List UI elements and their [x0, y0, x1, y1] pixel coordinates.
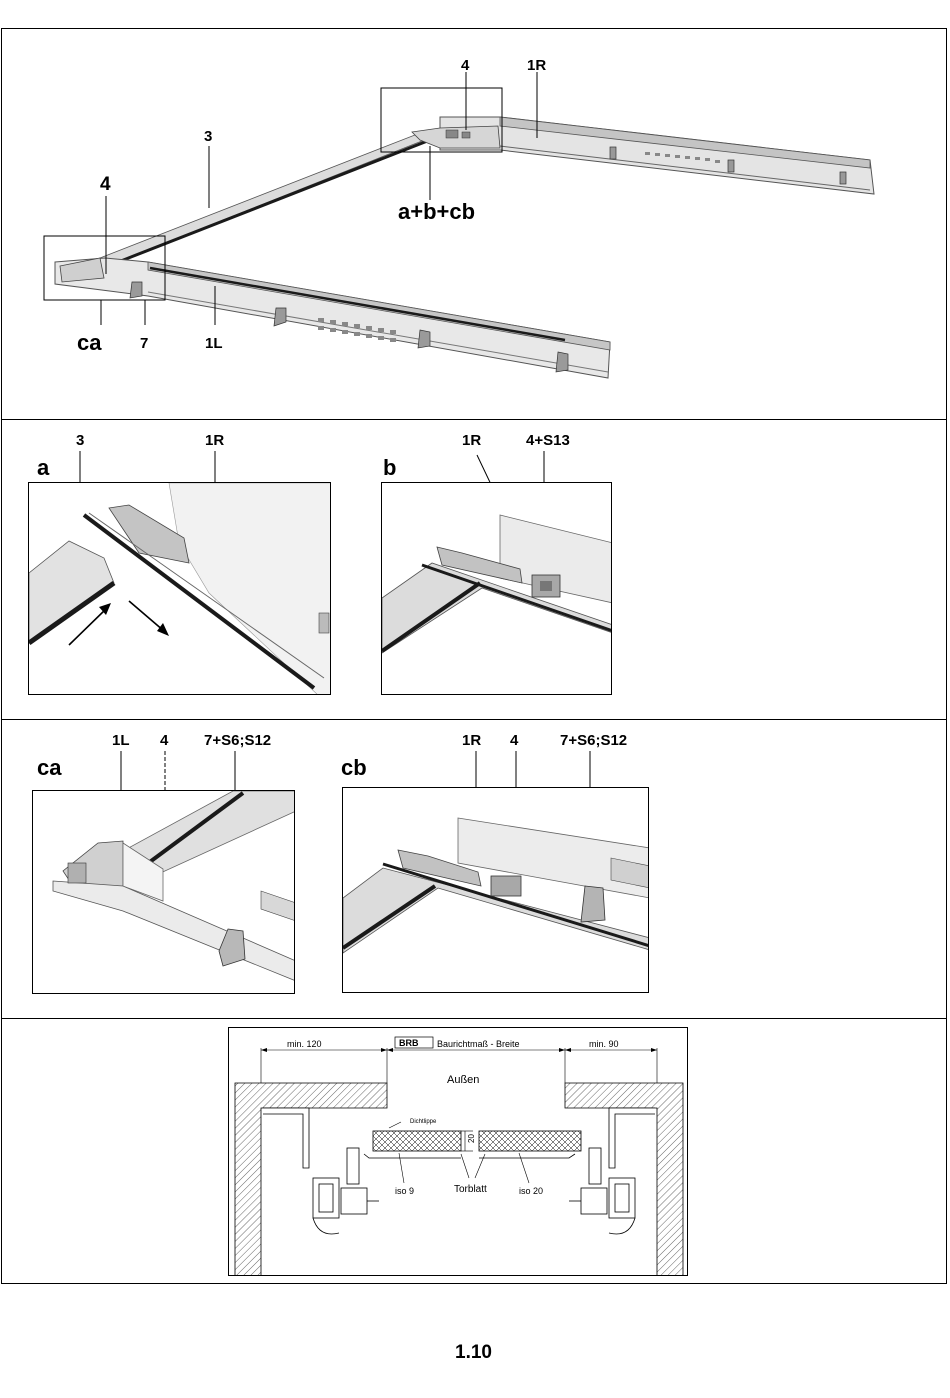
section-iso20: iso 20	[519, 1186, 543, 1196]
detail-cb-photo	[342, 787, 649, 993]
section-iso9: iso 9	[395, 1186, 414, 1196]
page-number: 1.10	[455, 1342, 492, 1364]
section-min-right: min. 90	[589, 1039, 619, 1049]
section-dichtlippe: Dichtlippe	[410, 1119, 436, 1125]
door-panel-left	[373, 1131, 461, 1151]
wall-left	[235, 1083, 387, 1276]
section-torblatt: Torblatt	[454, 1184, 487, 1195]
section-brb-text: Baurichtmaß - Breite	[437, 1039, 520, 1049]
section-aussen: Außen	[447, 1074, 479, 1086]
roller-right	[569, 1148, 635, 1234]
door-panel-right	[479, 1131, 581, 1151]
roller-left	[313, 1148, 379, 1234]
section-brb: BRB	[399, 1038, 419, 1048]
section-drawing: min. 120 BRB Baurichtmaß - Breite min. 9…	[228, 1027, 688, 1276]
section-min-left: min. 120	[287, 1039, 322, 1049]
section-dim-20: 20	[467, 1134, 476, 1143]
